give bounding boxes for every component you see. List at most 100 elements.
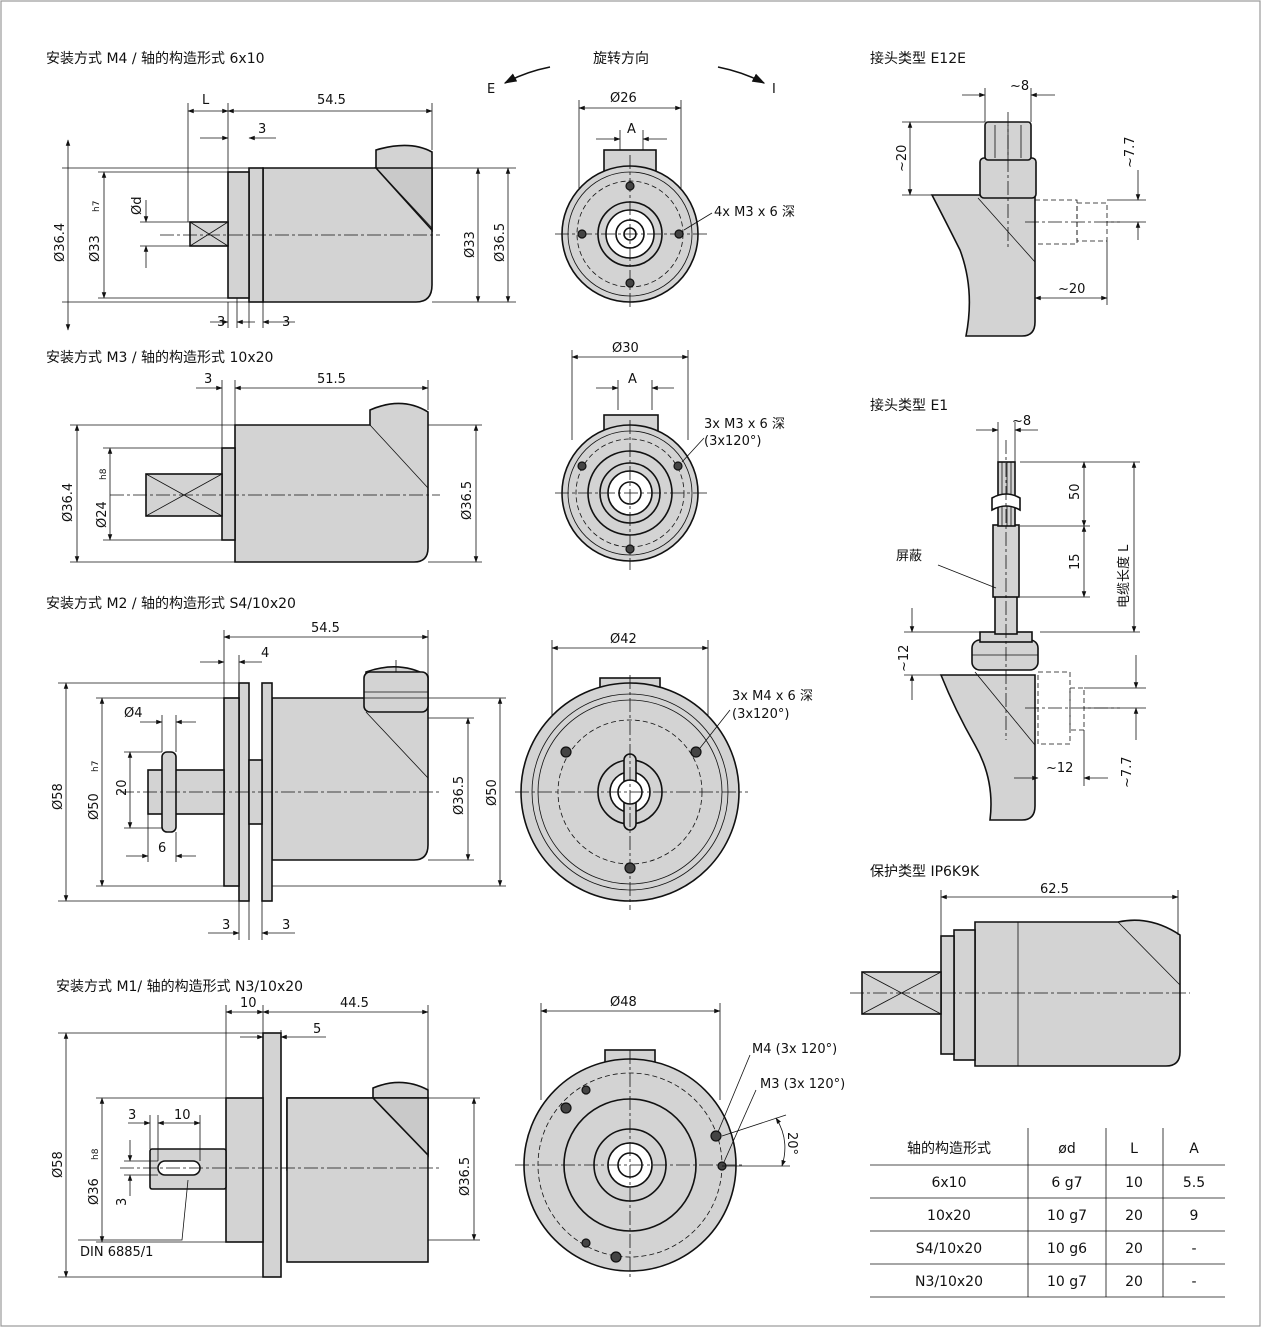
rotation-E: E	[487, 82, 495, 97]
m2-holes1: 3x M4 x 6 深	[732, 689, 813, 704]
spec-table: 轴的构造形式 ød L A 6x10 6 g7 10 5.5 10x20 10 …	[870, 1128, 1225, 1298]
view-m4-side: 安装方式 M4 / 轴的构造形式 6x10 L 54.5 3 3 3 Ø	[46, 51, 516, 331]
m1-m3: M3 (3x 120°)	[760, 1077, 845, 1092]
m3-dia364: Ø36.4	[61, 483, 76, 522]
m3-tol24: h8	[99, 468, 109, 480]
m2-dia365: Ø36.5	[452, 776, 467, 815]
m1-d3b: 3	[115, 1198, 130, 1206]
m4-title: 安装方式 M4 / 轴的构造形式 6x10	[46, 51, 265, 67]
view-m2-side: 安装方式 M2 / 轴的构造形式 S4/10x20 54.5 4 Ø4 20	[46, 596, 506, 940]
m3-dia24: Ø24	[95, 501, 110, 528]
m2-dia42: Ø42	[610, 632, 637, 647]
m2-holes2: (3x120°)	[732, 707, 789, 722]
e1-title: 接头类型 E1	[870, 397, 948, 414]
e1-h12: ~12	[897, 645, 912, 672]
m1-ang: 20°	[784, 1132, 799, 1155]
table-cell: 6 g7	[1051, 1175, 1082, 1191]
e1-w12: ~12	[1046, 761, 1073, 776]
m2-d3b: 3	[282, 918, 290, 933]
m1-dia58: Ø58	[51, 1151, 66, 1178]
m1-tol36: h8	[91, 1148, 101, 1160]
m4-dia33: Ø33	[463, 231, 478, 258]
e1-h77: ~7.7	[1120, 756, 1135, 788]
view-e12e: 接头类型 E12E ~8 ~20 ~7.7 ~20	[870, 50, 1146, 337]
table-cell: 9	[1190, 1208, 1199, 1224]
e12e-h77: ~7.7	[1123, 136, 1138, 168]
m4-dia365: Ø36.5	[493, 223, 508, 262]
m1-title: 安装方式 M1/ 轴的构造形式 N3/10x20	[56, 979, 303, 995]
m4-L: L	[202, 93, 210, 108]
view-ip6k9k: 保护类型 IP6K9K 62.5	[850, 864, 1190, 1067]
rot-A: A	[627, 122, 636, 137]
e1-w8: ~8	[1012, 414, 1031, 429]
table-cell: -	[1191, 1241, 1196, 1257]
m3-d3: 3	[204, 372, 212, 387]
m2-title: 安装方式 M2 / 轴的构造形式 S4/10x20	[46, 596, 296, 612]
table-cell: S4/10x20	[916, 1241, 982, 1257]
rot-dia26: Ø26	[610, 91, 637, 106]
m1-dia48: Ø48	[610, 995, 637, 1010]
m4-phid: Ød	[130, 197, 145, 215]
m2-dia50: Ø50	[485, 779, 500, 806]
m2-tol50: h7	[91, 761, 101, 772]
view-m1-front: Ø48 M4 (3x 120°) M3 (3x 120°) 20°	[515, 995, 845, 1280]
table-cell: 20	[1125, 1208, 1143, 1224]
m4-len: 54.5	[317, 93, 346, 108]
e12e-title: 接头类型 E12E	[870, 50, 966, 67]
table-cell: 10 g6	[1047, 1241, 1087, 1257]
table-cell: 20	[1125, 1241, 1143, 1257]
m1-d5: 5	[313, 1022, 321, 1037]
e12e-w20: ~20	[1058, 282, 1085, 297]
m1-dia365: Ø36.5	[458, 1157, 473, 1196]
m2-d20: 20	[115, 779, 130, 796]
ip-len: 62.5	[1040, 882, 1069, 897]
e12e-h20: ~20	[895, 145, 910, 172]
table-cell: N3/10x20	[915, 1274, 983, 1290]
ip-title: 保护类型 IP6K9K	[870, 864, 980, 880]
table-cell: 5.5	[1183, 1175, 1205, 1191]
m1-d10a: 10	[240, 996, 257, 1011]
table-header-A: A	[1189, 1141, 1199, 1157]
view-m3-front: Ø30 A 3x M3 x 6 深 (3x120°)	[555, 341, 785, 570]
table-cell: 10 g7	[1047, 1208, 1087, 1224]
table-cell: 6x10	[931, 1175, 966, 1191]
view-m2-front: Ø42 3x M4 x 6 深 (3x120°)	[515, 632, 813, 910]
m1-dia36h8: Ø36	[87, 1178, 102, 1205]
m1-din: DIN 6885/1	[80, 1245, 153, 1260]
table-header-shaft: 轴的构造形式	[907, 1141, 991, 1157]
m3-len: 51.5	[317, 372, 346, 387]
m1-len: 44.5	[340, 996, 369, 1011]
m4-dia364: Ø36.4	[53, 223, 68, 262]
table-cell: 10x20	[927, 1208, 971, 1224]
e1-d50: 50	[1068, 483, 1083, 500]
m3-title: 安装方式 M3 / 轴的构造形式 10x20	[46, 350, 273, 366]
m3-holes1: 3x M3 x 6 深	[704, 417, 785, 432]
m3-A: A	[628, 372, 637, 387]
m1-m4: M4 (3x 120°)	[752, 1042, 837, 1057]
rotation-I: I	[772, 82, 776, 97]
m2-d6: 6	[158, 841, 166, 856]
m1-d10b: 10	[174, 1108, 191, 1123]
m2-dia58: Ø58	[51, 783, 66, 810]
view-m1-side: 安装方式 M1/ 轴的构造形式 N3/10x20 10 44.5 5 3 10 …	[51, 979, 480, 1278]
rotation-title: 旋转方向	[593, 51, 649, 67]
m2-len: 54.5	[311, 621, 340, 636]
m3-dia30: Ø30	[612, 341, 639, 356]
table-cell: -	[1191, 1274, 1196, 1290]
m4-dia33h7: Ø33	[88, 235, 103, 262]
table-cell: 10	[1125, 1175, 1143, 1191]
m3-holes2: (3x120°)	[704, 434, 761, 449]
e1-d15: 15	[1068, 553, 1083, 570]
m4-d3a: 3	[258, 122, 266, 137]
view-rotation-front: 旋转方向 E I Ø26 A 4x M3 x 6 深	[487, 51, 795, 310]
m4-d3c: 3	[282, 315, 290, 330]
view-m3-side: 安装方式 M3 / 轴的构造形式 10x20 3 51.5 Ø36.4 Ø24 …	[46, 350, 482, 563]
m2-d3a: 3	[222, 918, 230, 933]
view-e1: 接头类型 E1 ~8 50 15 电缆长度 L 屏蔽	[870, 397, 1146, 821]
m4-tol33: h7	[92, 201, 102, 212]
m3-dia365: Ø36.5	[460, 481, 475, 520]
rot-holes: 4x M3 x 6 深	[714, 205, 795, 220]
e1-cable: 电缆长度 L	[1116, 544, 1132, 608]
